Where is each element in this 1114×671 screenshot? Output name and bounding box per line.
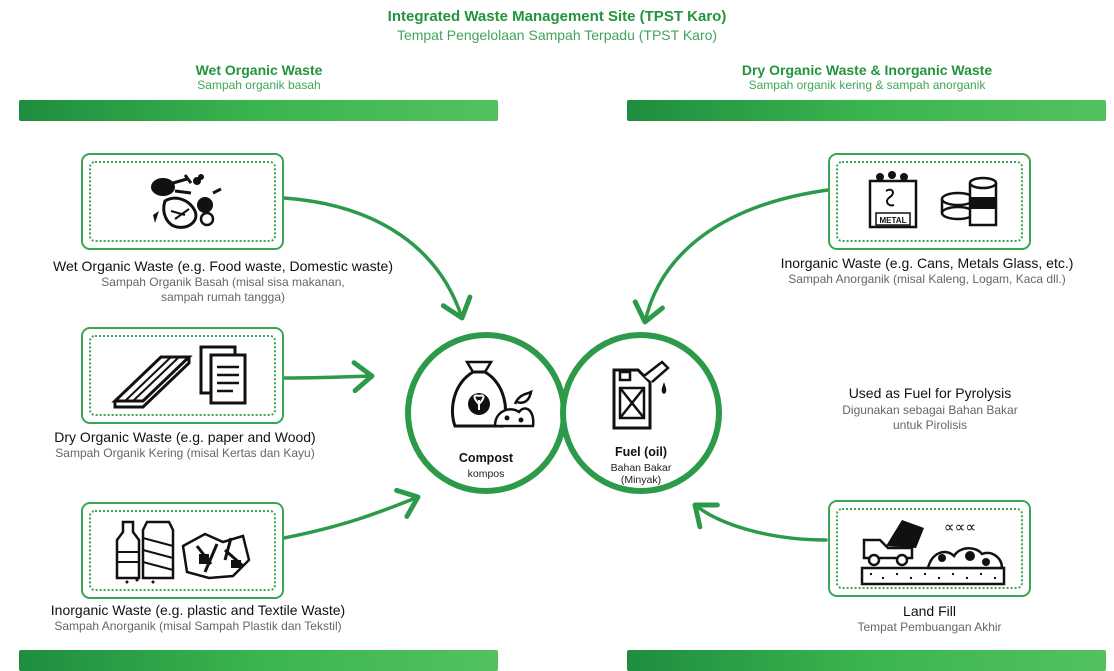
compost-sublabel: kompos [467,468,505,480]
card-wet-sublabel-1: Sampah Organik Basah (misal sisa makanan… [101,275,345,289]
section-left-subtitle: Sampah organik basah [197,78,321,92]
card-landfill-label: Land Fill [903,603,956,619]
fuel-sublabel-2: (Minyak) [620,474,662,486]
paper-wood-icon [111,345,247,409]
card-dry-organic [81,327,284,424]
card-inorganic-plastic [81,502,284,599]
card-inorganic-left-sublabel: Sampah Anorganik (misal Sampah Plastik d… [54,619,342,633]
section-right-header: Dry Organic Waste & Inorganic Waste Samp… [628,62,1106,92]
section-left-header: Wet Organic Waste Sampah organik basah [20,62,498,92]
card-wet-organic [81,153,284,250]
card-inorganic-right-label: Inorganic Waste (e.g. Cans, Metals Glass… [780,255,1074,271]
card-wet-sublabel-2: sampah rumah tangga) [160,290,286,304]
page-subtitle: Tempat Pengelolaan Sampah Terpadu (TPST … [396,27,718,43]
arrow-dry-to-compost [282,360,375,394]
landfill-truck-icon: ∝∝∝ [860,518,1006,586]
compost-circle: Compost kompos [405,332,567,494]
arrow-wet-to-compost [282,196,473,321]
page-title: Integrated Waste Management Site (TPST K… [387,8,727,25]
pyrolysis-sublabel-1: Digunakan sebagai Bahan Bakar [842,403,1018,417]
card-inorganic-metal: METAL [828,153,1031,250]
compost-label: Compost [458,451,514,465]
section-left-bar [19,100,498,121]
pyrolysis-sublabel-2: untuk Pirolisis [892,418,968,432]
card-dry-sublabel: Sampah Organik Kering (misal Kertas dan … [55,446,315,460]
card-inorganic-left-label: Inorganic Waste (e.g. plastic and Textil… [50,602,346,618]
arrow-metal-to-fuel [632,188,830,325]
card-wet-label: Wet Organic Waste (e.g. Food waste, Dome… [52,258,393,274]
card-landfill-sublabel: Tempat Pembuangan Akhir [857,620,1002,634]
metal-label: METAL [880,216,907,225]
plastic-textile-icon [115,520,251,584]
metal-cans-icon: METAL [868,171,998,229]
fuel-label: Fuel (oil) [614,445,668,459]
section-right-title: Dry Organic Waste & Inorganic Waste [741,62,993,78]
compost-bag-icon [451,360,535,428]
fuel-circle: Fuel (oil) Bahan Bakar (Minyak) [560,332,722,494]
fuel-jerrycan-icon [612,360,670,430]
section-left-title: Wet Organic Waste [195,62,323,78]
section-right-bar [627,100,1106,121]
pyrolysis-note: Used as Fuel for Pyrolysis Digunakan seb… [790,385,1070,433]
food-waste-icon [151,174,222,229]
arrow-landfill-to-fuel [692,502,828,542]
card-landfill: ∝∝∝ [828,500,1031,597]
fuel-sublabel-1: Bahan Bakar [610,462,672,474]
pyrolysis-label: Used as Fuel for Pyrolysis [848,385,1012,401]
arrow-inorganic-to-compost [282,487,421,540]
card-inorganic-right-sublabel: Sampah Anorganik (misal Kaleng, Logam, K… [788,272,1066,286]
smell-marks: ∝∝∝ [944,518,976,536]
section-right-subtitle: Sampah organik kering & sampah anorganik [748,78,986,92]
card-dry-label: Dry Organic Waste (e.g. paper and Wood) [54,429,316,445]
